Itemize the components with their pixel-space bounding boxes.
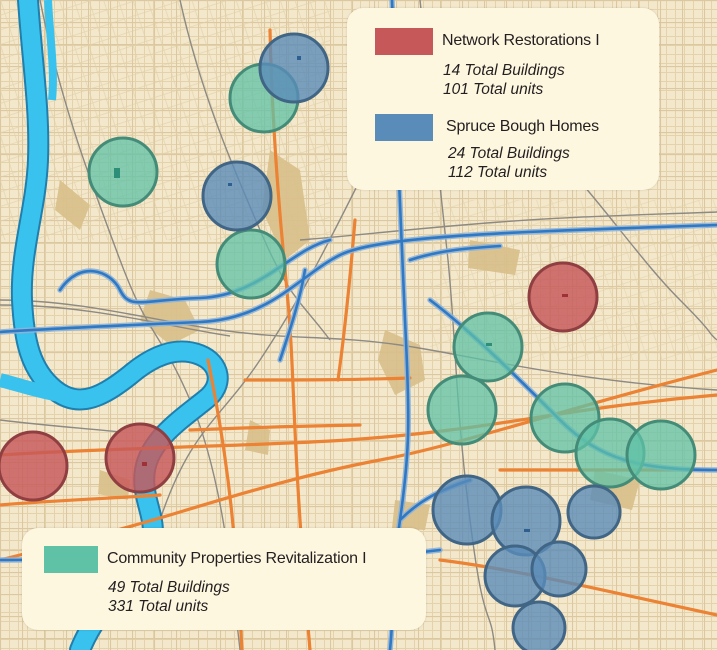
spruce-bough-homes-swatch — [375, 114, 433, 141]
marker-community-properties[interactable] — [215, 228, 287, 300]
spruce-bough-homes-buildings: 24 Total Buildings — [448, 145, 570, 162]
community-properties-label: Community Properties Revitalization I — [107, 550, 367, 567]
marker-spruce-bough-homes[interactable] — [511, 600, 567, 650]
marker-community-properties[interactable] — [625, 419, 697, 491]
marker-spruce-bough-homes[interactable] — [201, 160, 273, 232]
network-restorations-units: 101 Total units — [443, 81, 544, 98]
marker-spruce-bough-homes[interactable] — [431, 474, 503, 546]
spruce-bough-homes-label: Spruce Bough Homes — [446, 118, 599, 135]
marker-spruce-bough-homes[interactable] — [258, 32, 330, 104]
marker-network-restorations[interactable] — [0, 430, 69, 502]
legend-panel-top: Network Restorations I 14 Total Building… — [347, 8, 659, 190]
legend-panel-bottom: Community Properties Revitalization I 49… — [22, 528, 426, 630]
community-properties-units: 331 Total units — [108, 598, 209, 615]
spruce-bough-homes-units: 112 Total units — [448, 164, 548, 181]
network-restorations-buildings: 14 Total Buildings — [443, 62, 565, 79]
network-restorations-label: Network Restorations I — [442, 32, 600, 49]
marker-community-properties[interactable] — [87, 136, 159, 208]
river-layer — [0, 0, 229, 650]
marker-community-properties[interactable] — [426, 374, 498, 446]
marker-spruce-bough-homes[interactable] — [566, 484, 622, 540]
marker-spruce-bough-homes[interactable] — [530, 540, 588, 598]
community-properties-swatch — [44, 546, 98, 573]
property-markers-layer — [0, 32, 697, 650]
marker-network-restorations[interactable] — [527, 261, 599, 333]
community-properties-buildings: 49 Total Buildings — [108, 579, 230, 596]
network-restorations-swatch — [375, 28, 433, 55]
marker-community-properties[interactable] — [452, 311, 524, 383]
marker-network-restorations[interactable] — [104, 422, 176, 494]
